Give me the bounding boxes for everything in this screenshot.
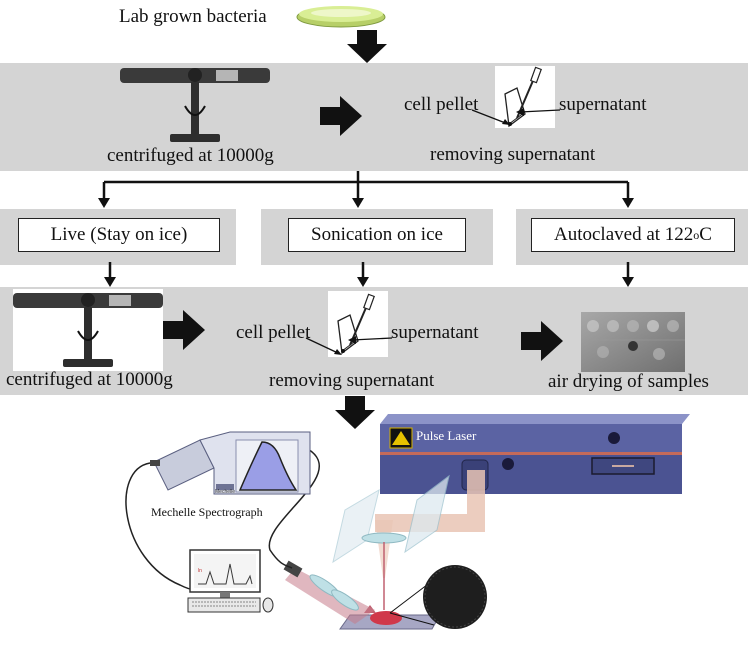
removing-supernatant-label-2: removing supernatant bbox=[269, 370, 435, 391]
branch-label-sonication: Sonication on ice bbox=[288, 218, 466, 252]
down-arrow-icon bbox=[104, 262, 116, 287]
spectrograph-device bbox=[150, 431, 311, 495]
petri-dish-icon bbox=[296, 6, 386, 28]
sample-plate-image bbox=[581, 312, 685, 372]
branch-label-live: Live (Stay on ice) bbox=[18, 218, 220, 252]
right-arrow-icon bbox=[163, 310, 205, 350]
magnified-sample-icon bbox=[389, 565, 487, 629]
cell-pellet-label-2: cell pellet bbox=[236, 322, 311, 343]
down-arrow-icon bbox=[622, 262, 634, 287]
centrifuge-icon bbox=[13, 289, 163, 371]
centrifuge-label-2: centrifuged at 10000g bbox=[6, 369, 173, 390]
down-arrow-icon bbox=[357, 262, 369, 287]
pellet-pointer bbox=[305, 337, 342, 355]
sample-stage bbox=[339, 605, 441, 630]
right-arrow-icon bbox=[521, 321, 563, 361]
centrifuge-label: centrifuged at 10000g bbox=[107, 145, 274, 166]
supernatant-label: supernatant bbox=[559, 94, 647, 115]
supernatant-label-2: supernatant bbox=[391, 322, 479, 343]
right-arrow-icon bbox=[320, 96, 362, 136]
pipette-tube-icon bbox=[328, 291, 388, 357]
svg-text:ln: ln bbox=[198, 568, 202, 574]
pellet-pointer bbox=[471, 109, 510, 125]
top-label: Lab grown bacteria bbox=[119, 6, 267, 27]
down-arrow-icon bbox=[335, 396, 375, 429]
branch-connector bbox=[98, 171, 634, 208]
collection-optics bbox=[283, 560, 375, 624]
spectrograph-label: Mechelle Spectrograph bbox=[151, 505, 263, 519]
air-drying-label: air drying of samples bbox=[548, 371, 709, 392]
pulse-laser-label: Pulse Laser bbox=[416, 428, 477, 443]
computer-icon: ln bbox=[187, 549, 274, 613]
centrifuge-icon bbox=[120, 68, 270, 142]
pipette-tube-icon bbox=[495, 66, 555, 128]
supernatant-pointer bbox=[348, 336, 393, 344]
spectrograph-badge: Mechelle bbox=[215, 489, 236, 495]
removing-supernatant-label: removing supernatant bbox=[430, 144, 596, 165]
supernatant-pointer bbox=[516, 108, 561, 116]
down-arrow-icon bbox=[347, 30, 387, 63]
laser-beam-path bbox=[332, 470, 485, 610]
cell-pellet-label: cell pellet bbox=[404, 94, 479, 115]
